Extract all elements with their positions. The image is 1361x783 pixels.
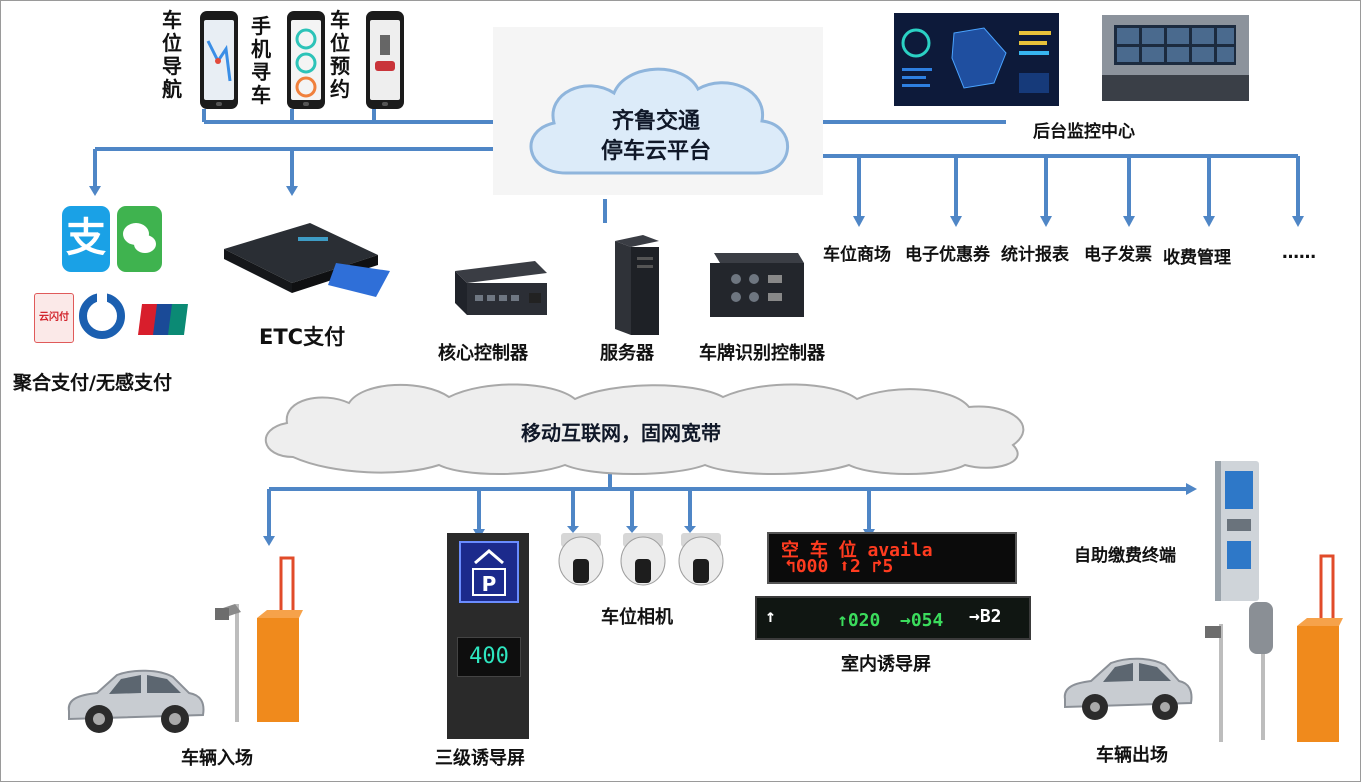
- service-coupon: 电子优惠券: [905, 245, 990, 265]
- monitor-center-label: 后台监控中心: [1033, 122, 1135, 142]
- phone-nav: [200, 11, 238, 109]
- exit-label: 车辆出场: [1096, 745, 1168, 766]
- etc-pay-label: ETC支付: [259, 325, 346, 349]
- server-icon: [615, 235, 659, 335]
- parking-sign: P: [459, 541, 519, 603]
- exit-barrier-icon: [1205, 554, 1343, 742]
- map-icon: [206, 40, 232, 82]
- entry-car-icon: [67, 669, 205, 733]
- video-wall-icon: [1102, 15, 1249, 101]
- guide3-count: 400: [457, 637, 521, 677]
- space-camera-1: [558, 533, 604, 586]
- cloud-platform-icon: [529, 67, 789, 175]
- etc-device-icon: [224, 223, 390, 297]
- phone-reserve: [366, 11, 404, 109]
- unionpay-quickpass-icon: 云闪付: [34, 293, 74, 343]
- indoor-mid1: ↑020: [837, 610, 881, 631]
- network-cloud-icon: [265, 383, 1025, 475]
- dashboard-screen: [894, 13, 1059, 106]
- car-icon: [375, 35, 395, 71]
- cloud-platform-line2: 停车云平台: [600, 139, 711, 164]
- alipay-icon: 支: [62, 206, 110, 272]
- service-more: ……: [1282, 243, 1316, 263]
- plate-controller-label: 车牌识别控制器: [699, 343, 825, 364]
- service-report: 统计报表: [1001, 245, 1069, 265]
- indoor-left-arrow: ↑: [765, 606, 776, 627]
- service-mall: 车位商场: [823, 245, 891, 265]
- service-invoice: 电子发票: [1084, 245, 1152, 265]
- network-cloud-label: 移动互联网，固网宽带: [521, 421, 721, 445]
- cloud-platform-line1: 齐鲁交通: [611, 109, 700, 134]
- entry-label: 车辆入场: [181, 748, 253, 769]
- space-camera-group: [558, 533, 724, 586]
- guide3-screen: P 400: [447, 533, 529, 739]
- self-pay-label: 自助缴费终端: [1074, 546, 1176, 566]
- aggregate-pay-label: 聚合支付/无感支付: [13, 372, 172, 394]
- app-reserve-label: 车位预约: [330, 8, 350, 101]
- indoor-guide-label: 室内诱导屏: [841, 654, 931, 675]
- self-pay-kiosk-icon: [1215, 461, 1259, 601]
- guide3-label: 三级诱导屏: [435, 748, 525, 769]
- entry-barrier-icon: [215, 556, 303, 722]
- indoor-mid2: →054: [900, 610, 944, 631]
- chat-bubble-icon: [123, 223, 156, 253]
- space-camera-2: [620, 533, 666, 586]
- unionpay-icon: [138, 304, 188, 335]
- exit-car-icon: [1063, 657, 1193, 720]
- core-controller-icon: [455, 261, 547, 315]
- control-room-photo: [1102, 15, 1249, 101]
- server-label: 服务器: [600, 343, 654, 364]
- indoor-right: →B2: [969, 606, 1002, 627]
- ccb-bank-icon: [79, 291, 125, 339]
- cloud-platform-label: 齐鲁交通 停车云平台: [556, 107, 756, 167]
- svg-text:P: P: [482, 572, 497, 596]
- indoor-guide-board: ↑ ↑020 →054 →B2: [755, 596, 1031, 640]
- parking-p-icon: P: [472, 549, 506, 596]
- phone-find-car: [287, 11, 325, 109]
- app-nav-label: 车位导航: [162, 8, 182, 101]
- space-camera-3: [678, 533, 724, 586]
- led-bottom-text: ↰000 ⬆2 ↱5: [785, 556, 894, 577]
- gauge-icon: [295, 28, 317, 98]
- app-find-car-label: 手机寻车: [251, 14, 271, 107]
- led-board: 空 车 位 availa ↰000 ⬆2 ↱5: [767, 532, 1017, 584]
- led-top-text: 空 车 位 availa: [781, 540, 933, 561]
- dashboard-icon: [901, 27, 1051, 93]
- space-camera-label: 车位相机: [601, 607, 673, 628]
- plate-controller-icon: [710, 253, 804, 317]
- service-charge: 收费管理: [1163, 248, 1231, 268]
- wechat-pay-icon: [117, 206, 162, 272]
- core-controller-label: 核心控制器: [438, 343, 528, 364]
